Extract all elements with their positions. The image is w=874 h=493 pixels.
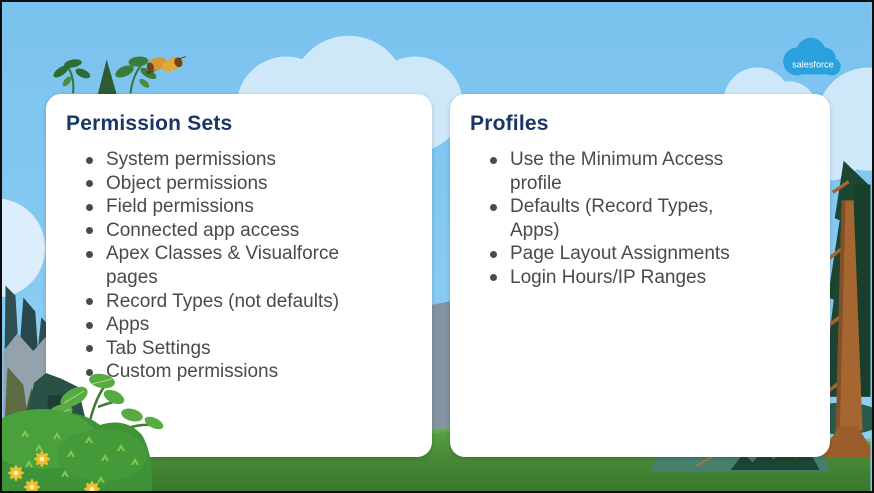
sprigs-icon xyxy=(21,430,139,484)
list-item: System permissions xyxy=(86,148,416,172)
butterfly-icon xyxy=(146,56,186,75)
list-item: Connected app access xyxy=(86,219,416,243)
list-item: Record Types (not defaults) xyxy=(86,290,416,314)
bullet-list: System permissions Object permissions Fi… xyxy=(46,148,432,384)
list-item: Use the Minimum Access profile xyxy=(490,148,814,195)
list-item: Tab Settings xyxy=(86,337,416,361)
list-item: Apps xyxy=(86,313,416,337)
list-item: Object permissions xyxy=(86,172,416,196)
list-item: Apex Classes & Visualforce pages xyxy=(86,242,416,289)
card-title: Profiles xyxy=(470,112,549,135)
list-item: Custom permissions xyxy=(86,360,416,384)
card-title: Permission Sets xyxy=(66,112,233,135)
flowers-icon xyxy=(8,451,100,491)
profiles-card: Profiles Use the Minimum Access profile … xyxy=(450,94,830,457)
salesforce-logo: salesforce xyxy=(783,37,841,76)
list-item: Defaults (Record Types, Apps) xyxy=(490,195,814,242)
logo-text: salesforce xyxy=(792,59,834,69)
list-item: Login Hours/IP Ranges xyxy=(490,266,814,290)
logo-cloud-icon xyxy=(783,37,841,76)
flower-bush-illustration xyxy=(2,373,164,491)
bullet-list: Use the Minimum Access profile Defaults … xyxy=(450,148,830,290)
list-item: Field permissions xyxy=(86,195,416,219)
plants-icon xyxy=(53,56,157,95)
list-item: Page Layout Assignments xyxy=(490,242,814,266)
